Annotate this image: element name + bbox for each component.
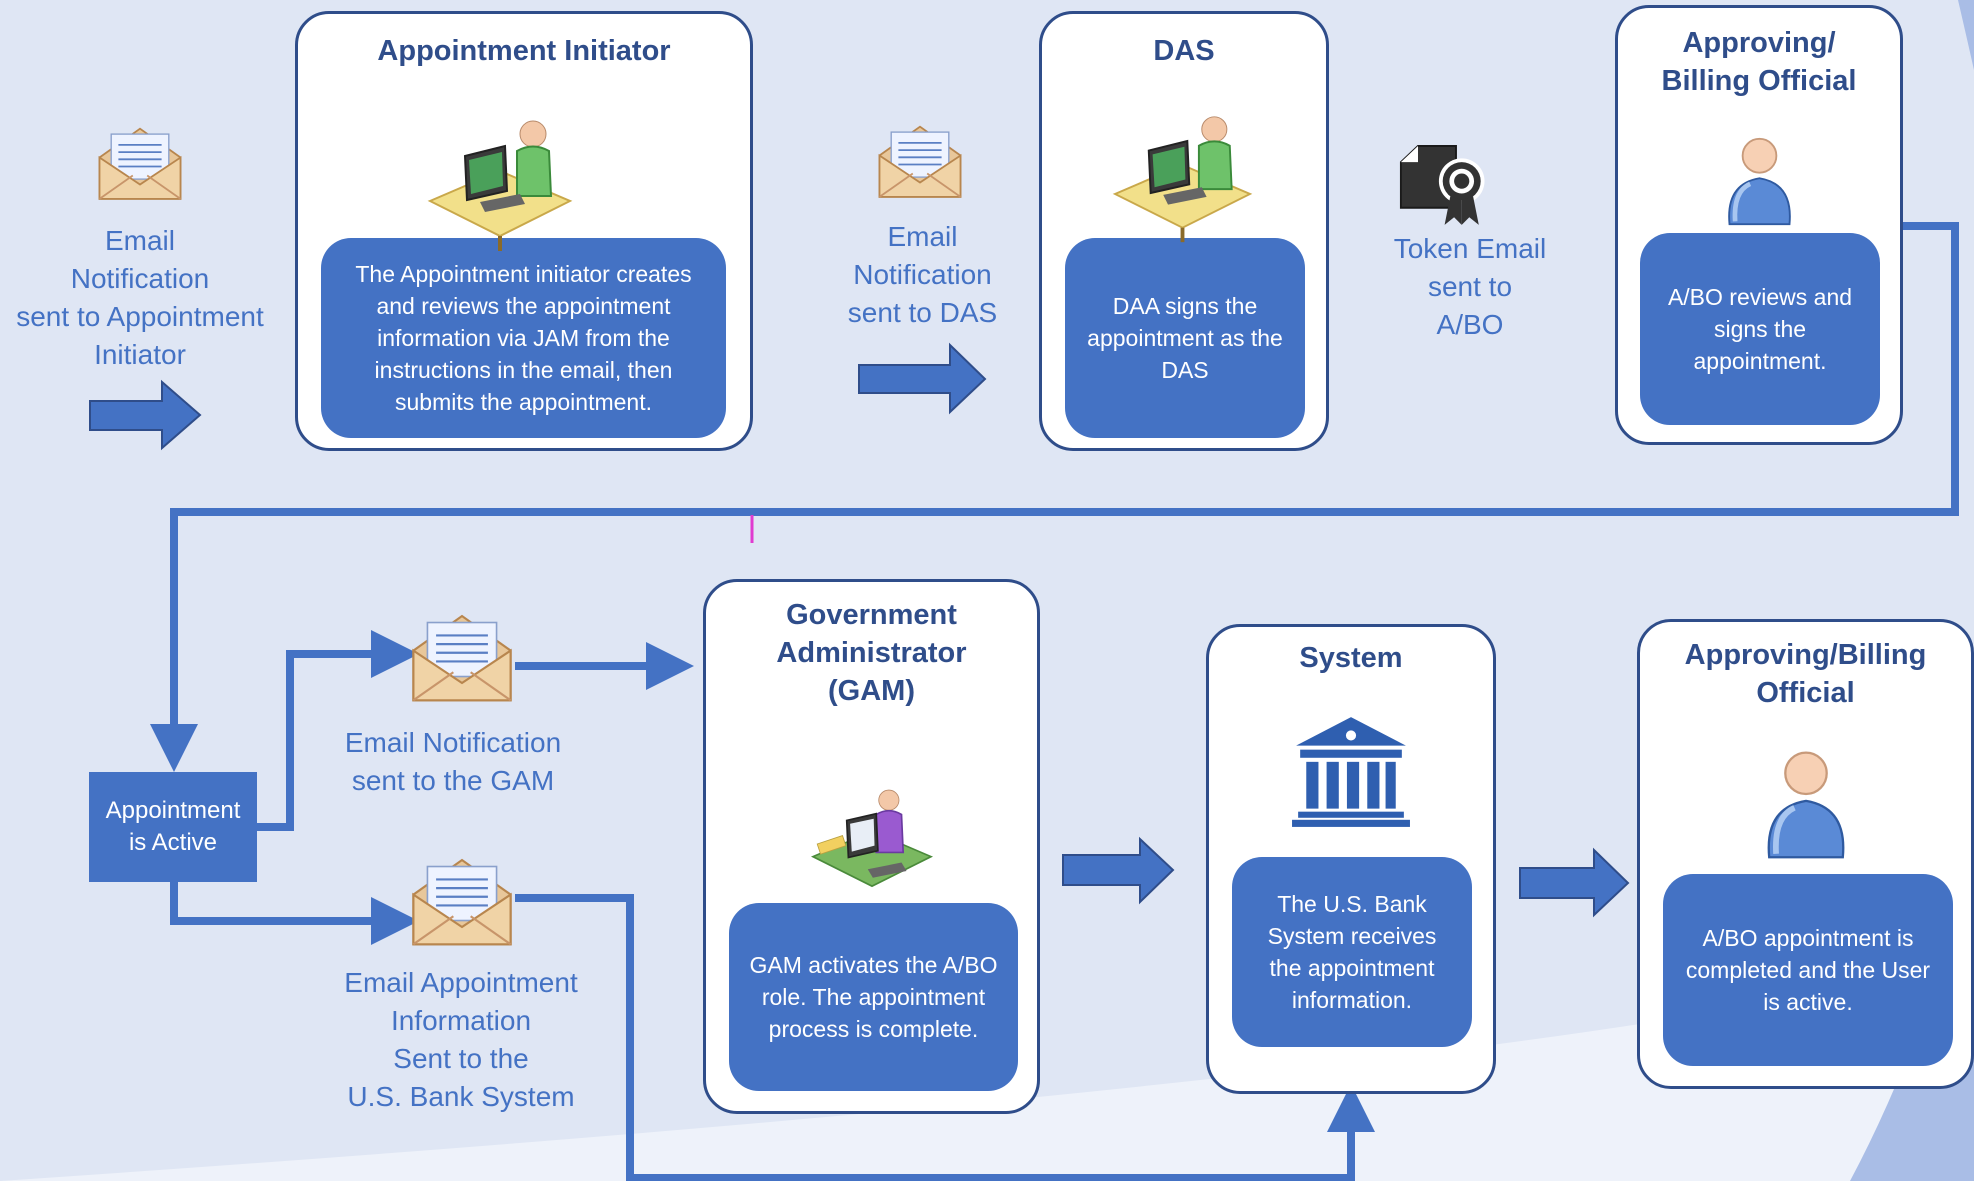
das-card: DAS DAA signs the appointment as the DAS — [1039, 11, 1329, 451]
block-arrow — [858, 342, 987, 415]
user-icon — [1728, 137, 1791, 226]
token-email-label: Token Email sent to A/BO — [1393, 233, 1547, 340]
appointment-active-box: Appointment is Active — [89, 772, 257, 882]
envelope-icon — [412, 614, 512, 702]
connector-bank-email-to-system — [515, 894, 1375, 1181]
card-title: Government Administrator (GAM) — [776, 599, 967, 707]
block-arrow — [1519, 847, 1630, 918]
card-title: Approving/ Billing Official — [1661, 27, 1857, 97]
connector-active-to-gam-email — [257, 630, 419, 831]
return-connector — [150, 222, 1959, 772]
certificate-icon — [1399, 145, 1485, 225]
card-description: DAA signs the appointment as the DAS — [1065, 238, 1305, 438]
email-bank-system-label: Email Appointment Information Sent to th… — [344, 967, 578, 1112]
envelope-icon — [412, 858, 512, 946]
block-arrow — [89, 379, 202, 451]
system-card: System The U.S. Bank System receives the… — [1206, 624, 1496, 1094]
card-title: Appointment Initiator — [377, 35, 671, 67]
card-title: DAS — [1153, 35, 1215, 67]
envelope-icon — [878, 125, 962, 198]
desk-user-icon — [810, 789, 934, 888]
card-description: The Appointment initiator creates and re… — [321, 238, 726, 438]
desk-user-icon — [427, 120, 573, 251]
card-title: System — [1299, 642, 1403, 674]
appointment-initiator-card: Appointment Initiator The Appointment in… — [295, 11, 753, 451]
connector-active-to-bank-email — [170, 882, 419, 945]
envelope-icon — [98, 127, 182, 200]
card-description: A/BO appointment is completed and the Us… — [1663, 874, 1953, 1066]
email-notification-gam-label: Email Notification sent to the GAM — [344, 727, 562, 796]
desk-user-icon — [1112, 116, 1253, 243]
email-notification-das-label: Email Notification sent to DAS — [847, 221, 998, 328]
card-description: A/BO reviews and signs the appointment. — [1640, 233, 1880, 425]
card-description: GAM activates the A/BO role. The appoint… — [729, 903, 1018, 1091]
card-description: The U.S. Bank System receives the appoin… — [1232, 857, 1472, 1047]
bank-icon — [1292, 717, 1410, 827]
user-icon — [1767, 751, 1845, 859]
email-notification-initiator-label: Email Notification sent to Appointment I… — [16, 225, 264, 370]
card-title: Approving/Billing Official — [1684, 639, 1927, 709]
block-arrow — [1062, 836, 1175, 905]
approving-billing-official-card-top: Approving/ Billing Official A/BO reviews… — [1615, 5, 1903, 445]
